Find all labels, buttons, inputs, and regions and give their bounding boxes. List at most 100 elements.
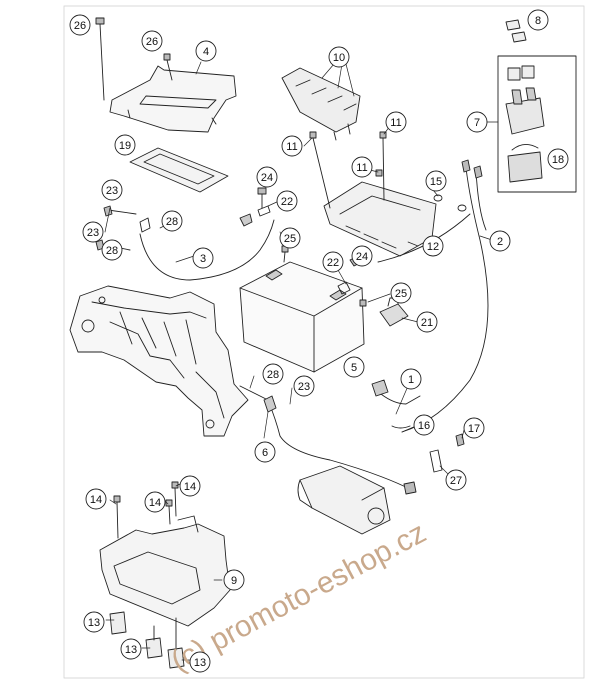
callout-label: 3 (200, 253, 206, 265)
callout-label: 16 (418, 420, 430, 432)
callout-circle (161, 210, 183, 232)
callout-circle (463, 417, 485, 439)
callout-circle (279, 227, 301, 249)
callout-circle (527, 9, 549, 31)
callout-circle (322, 251, 344, 273)
battery (239, 261, 365, 373)
callout-13: 13 (189, 651, 211, 673)
relay-cap (507, 65, 535, 81)
callout-circle (69, 14, 91, 36)
diagram-frame (63, 5, 585, 679)
callout-label: 15 (430, 176, 442, 188)
callout-circle (293, 375, 315, 397)
callout-23: 23 (101, 179, 123, 201)
callout-22: 22 (322, 251, 344, 273)
callout-circle (141, 30, 163, 52)
fuse (505, 19, 527, 43)
callout-23: 23 (293, 375, 315, 397)
callout-circle (101, 179, 123, 201)
relay-inset-box (497, 55, 577, 193)
callout-13: 13 (83, 611, 105, 633)
callout-23: 23 (82, 221, 104, 243)
callout-circle (351, 245, 373, 267)
callout-circle (114, 134, 136, 156)
callout-24: 24 (256, 166, 278, 188)
callout-label: 9 (231, 575, 237, 587)
callout-label: 23 (106, 185, 118, 197)
callout-15: 15 (425, 170, 447, 192)
callout-label: 26 (74, 20, 86, 32)
screw (95, 17, 173, 101)
callout-circle (390, 282, 412, 304)
callout-circle (83, 611, 105, 633)
callout-circle (489, 230, 511, 252)
callout-label: 23 (87, 227, 99, 239)
callout-circle (400, 368, 422, 390)
callout-label: 24 (261, 172, 273, 184)
callout-17: 17 (463, 417, 485, 439)
callout-21: 21 (416, 311, 438, 333)
callout-label: 25 (395, 288, 407, 300)
callout-11: 11 (351, 156, 373, 178)
callout-circle (189, 651, 211, 673)
callout-circle (256, 166, 278, 188)
callout-label: 27 (450, 475, 462, 487)
callout-circle (276, 190, 298, 212)
callout-11: 11 (281, 135, 303, 157)
clamp (429, 449, 443, 473)
callout-1: 1 (400, 368, 422, 390)
callout-label: 14 (184, 481, 196, 493)
callout-7: 7 (466, 111, 488, 133)
callout-circle (262, 363, 284, 385)
callout-label: 11 (390, 117, 401, 129)
callout-label: 23 (298, 381, 310, 393)
callout-label: 6 (262, 447, 268, 459)
callout-label: 11 (356, 162, 367, 174)
callout-12: 12 (422, 235, 444, 257)
callout-label: 19 (119, 140, 131, 152)
callout-circle (413, 414, 435, 436)
callout-label: 21 (421, 317, 433, 329)
battery-tray (99, 515, 231, 627)
callout-4: 4 (195, 40, 217, 62)
callout-circle (416, 311, 438, 333)
callout-25: 25 (279, 227, 301, 249)
callout-18: 18 (547, 148, 569, 170)
callout-28: 28 (262, 363, 284, 385)
callout-circle (254, 441, 276, 463)
callout-14: 14 (179, 475, 201, 497)
callout-label: 24 (356, 251, 368, 263)
callout-circle (195, 40, 217, 62)
callout-circle (445, 469, 467, 491)
grommet (433, 194, 467, 212)
callout-circle (422, 235, 444, 257)
callout-28: 28 (161, 210, 183, 232)
fuse-box-holder (323, 181, 437, 257)
callout-9: 9 (223, 569, 245, 591)
callout-26: 26 (141, 30, 163, 52)
callout-label: 2 (497, 236, 503, 248)
fuse-box-harness (281, 67, 361, 141)
callout-3: 3 (192, 247, 214, 269)
callout-label: 5 (351, 362, 357, 374)
callout-circle (120, 638, 142, 660)
screw (113, 481, 179, 539)
callout-circle (144, 491, 166, 513)
callout-label: 13 (194, 657, 206, 669)
callout-label: 8 (535, 15, 541, 27)
relay-cover (507, 144, 543, 183)
callout-19: 19 (114, 134, 136, 156)
callout-circle (192, 247, 214, 269)
callout-circle (466, 111, 488, 133)
starter-motor (297, 465, 391, 535)
positive-cable (377, 159, 489, 433)
callout-label: 12 (427, 241, 439, 253)
callout-circle (85, 488, 107, 510)
starter-cable (239, 385, 417, 495)
callout-14: 14 (85, 488, 107, 510)
screw (309, 131, 387, 209)
callout-label: 7 (474, 117, 480, 129)
callout-label: 14 (90, 494, 102, 506)
callout-label: 14 (149, 497, 161, 509)
callout-circle (328, 46, 350, 68)
